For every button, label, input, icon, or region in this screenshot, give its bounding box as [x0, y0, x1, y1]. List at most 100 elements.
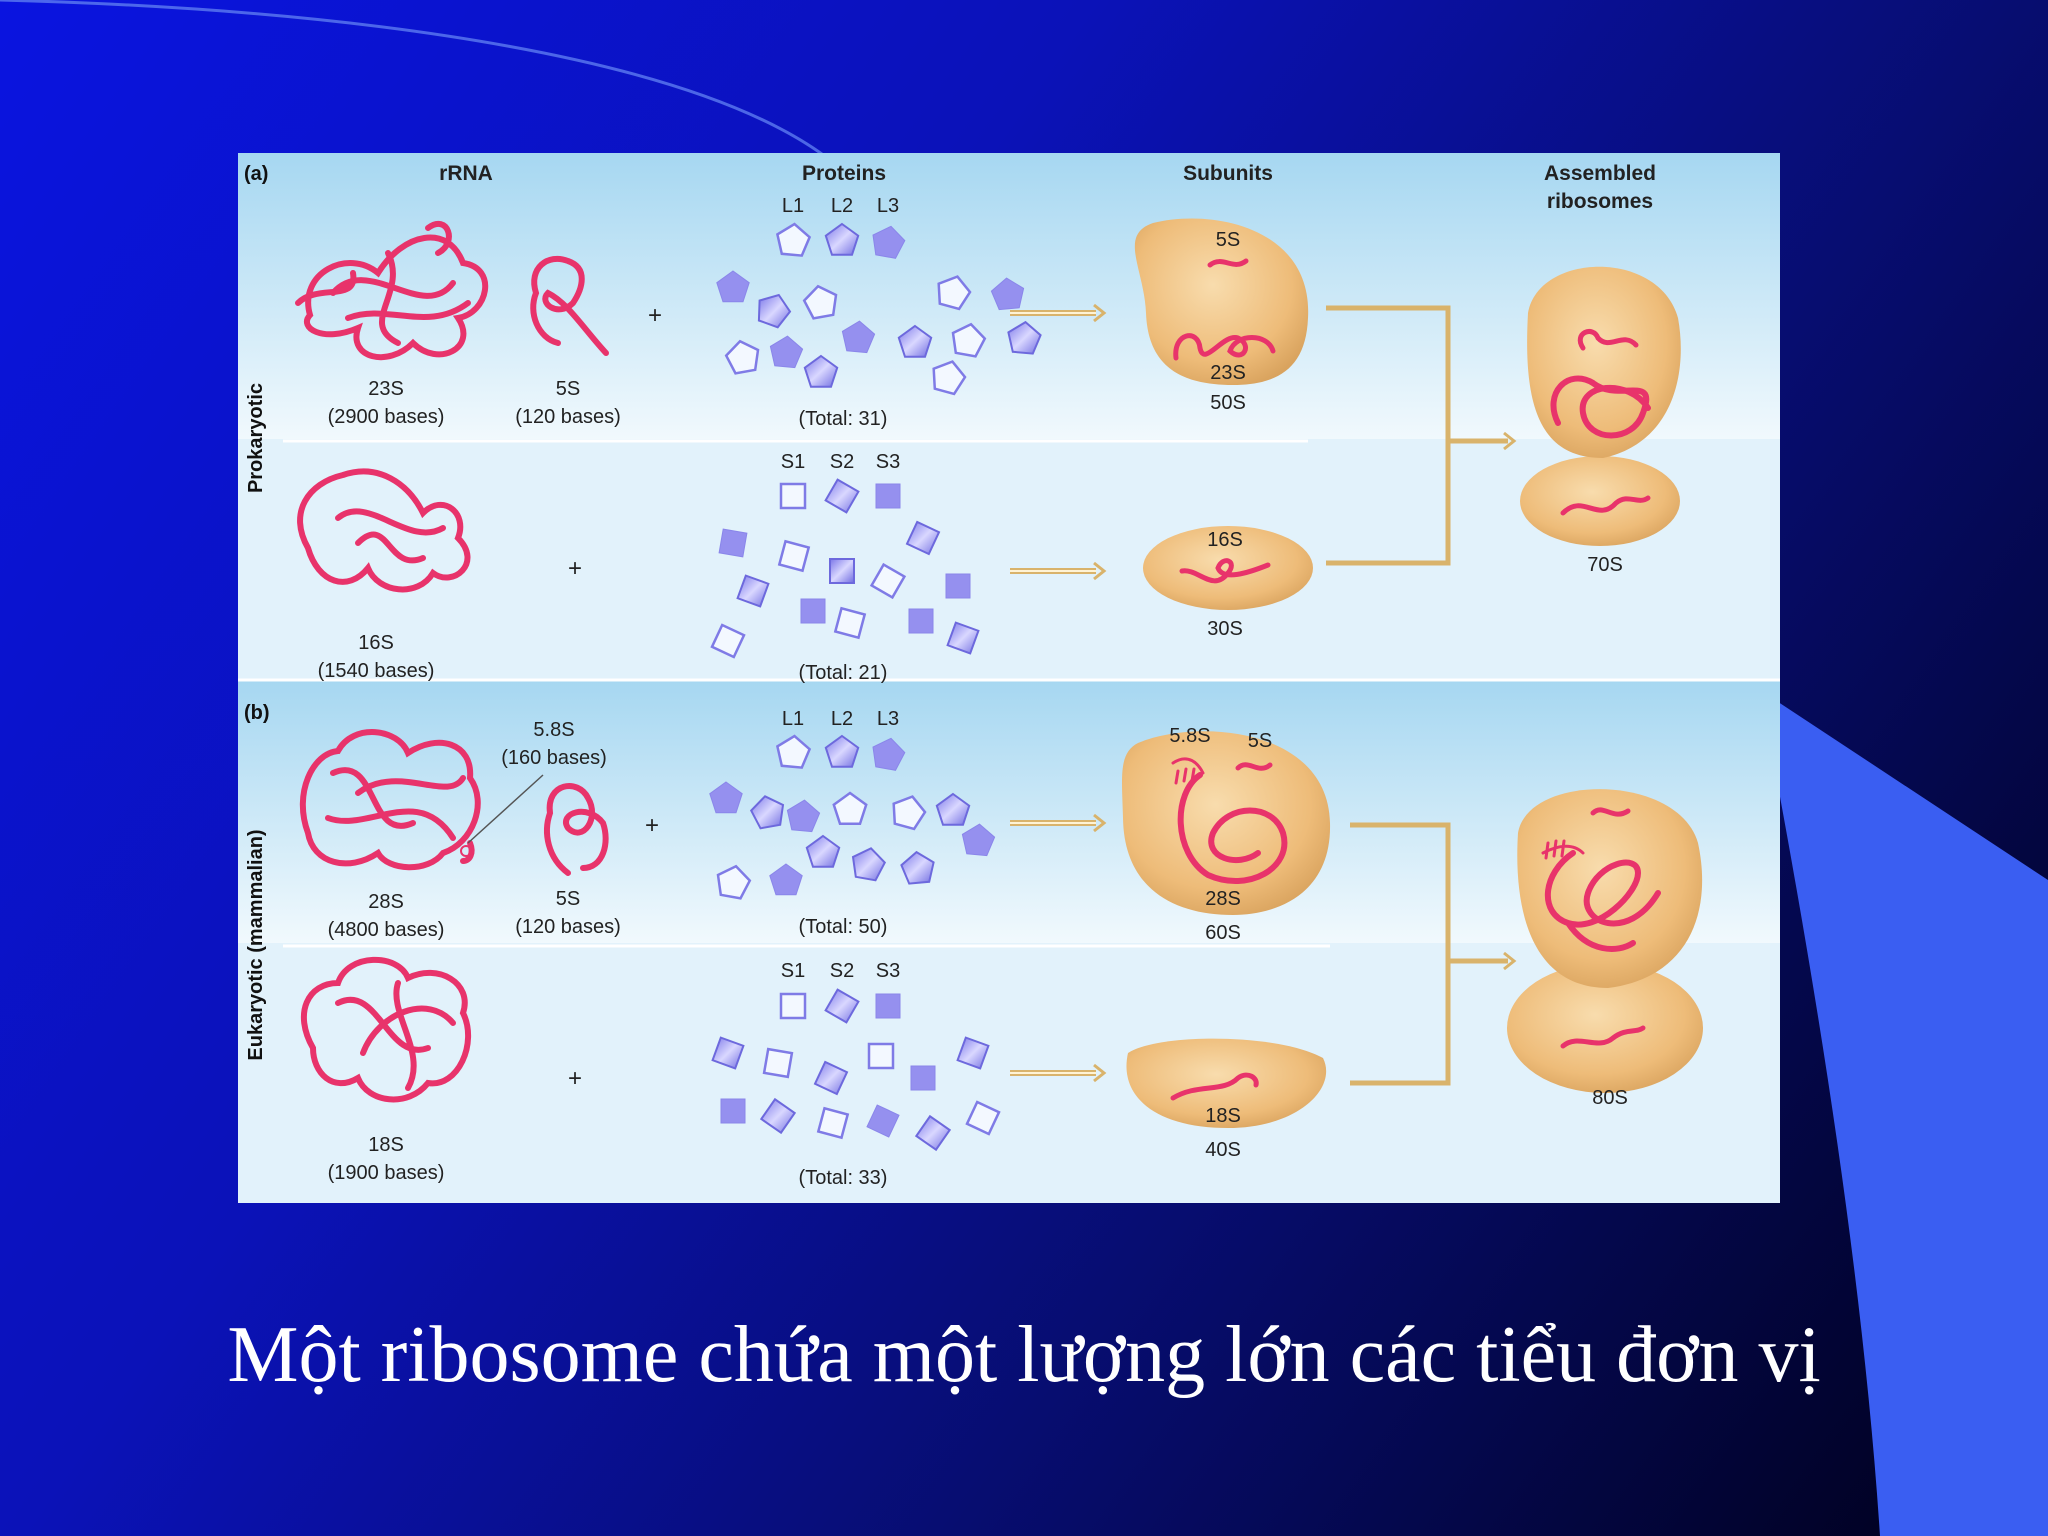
protein-label-s1-b: S1: [781, 960, 805, 982]
protA2-protein-0: [779, 482, 807, 510]
protB1-protein-13: [716, 864, 752, 900]
protB2-protein-2: [875, 993, 901, 1019]
protB2-protein-11: [816, 1106, 850, 1140]
protB2-protein-10: [759, 1097, 797, 1135]
rrna-5s-bases: (120 bases): [515, 406, 621, 428]
protB2-protein-0: [779, 992, 807, 1020]
header-proteins: Proteins: [802, 162, 886, 185]
protB1-protein-10: [805, 834, 841, 868]
protein-cluster-large-a: [716, 222, 1042, 396]
rrna-5s-eukaryotic: [544, 783, 609, 876]
eukaryotic-label: Eukaryotic (mammalian): [245, 829, 267, 1060]
plus-sign-a-small: +: [568, 555, 582, 582]
plus-sign-b-large: +: [645, 812, 659, 839]
panel-b-bottom-background: [238, 943, 1780, 1203]
arrow-to-60s: [1010, 813, 1107, 833]
protA1-protein-1: [824, 222, 860, 256]
prokaryotic-label: Prokaryotic: [245, 383, 267, 493]
ribosome-80s-label: 80S: [1592, 1087, 1628, 1109]
subunit-60s-name: 60S: [1205, 922, 1241, 944]
rrna-18s-bases: (1900 bases): [328, 1162, 445, 1184]
subunit-50s-5s-label: 5S: [1216, 229, 1240, 251]
subunit-60s-28s-label: 28S: [1205, 888, 1241, 910]
subunit-60s-5s-label: 5S: [1248, 730, 1272, 752]
header-rrna: rRNA: [439, 162, 493, 185]
rrna-28s-bases: (4800 bases): [328, 919, 445, 941]
protB2-protein-7: [910, 1065, 936, 1091]
protB1-protein-9: [961, 823, 996, 857]
protA1-protein-3: [716, 270, 750, 303]
protA2-protein-14: [710, 623, 746, 659]
subunit-30s-name: 30S: [1207, 618, 1243, 640]
subunit-30s-16s-label: 16S: [1207, 529, 1243, 551]
ribosome-diagram: (a) rRNA Proteins Subunits Assembled rib…: [238, 153, 1780, 1203]
protB1-protein-6: [832, 791, 868, 826]
rrna-16s-bases: (1540 bases): [318, 660, 435, 682]
subunit-50s: [1134, 218, 1309, 385]
protein-cluster-large-b: [709, 734, 996, 900]
protein-cluster-small-b: [711, 988, 1001, 1152]
rrna-23s-name: 23S: [368, 378, 404, 400]
protB2-protein-12: [866, 1104, 900, 1138]
protA2-protein-2: [875, 483, 901, 509]
proteins-total-a-large: (Total: 31): [799, 408, 888, 430]
proteins-total-b-small: (Total: 33): [799, 1167, 888, 1189]
panel-a-letter: (a): [244, 163, 268, 185]
protA1-protein-15: [932, 360, 967, 396]
protA2-protein-8: [869, 562, 907, 600]
protB2-protein-14: [965, 1100, 1001, 1136]
protA1-protein-11: [1007, 320, 1042, 355]
protB2-protein-4: [762, 1047, 794, 1079]
rrna-16s-name: 16S: [358, 632, 394, 654]
rrna-16s: [297, 468, 471, 593]
rrna-5s-name: 5S: [556, 378, 580, 400]
bracket-to-80s: [1350, 822, 1517, 1086]
protA2-protein-9: [736, 574, 770, 608]
protA2-protein-6: [777, 539, 811, 573]
rrna-5s-euk-bases: (120 bases): [515, 916, 621, 938]
ribosome-70s-label: 70S: [1587, 554, 1623, 576]
subunit-60s-5-8s-label: 5.8S: [1169, 725, 1210, 747]
protein-label-s3: S3: [876, 451, 900, 473]
protB2-protein-9: [720, 1098, 746, 1124]
protB1-protein-0: [775, 734, 812, 769]
protB1-protein-14: [769, 863, 803, 896]
protA1-protein-5: [937, 275, 972, 311]
protein-label-l3: L3: [877, 195, 899, 217]
header-ribosomes: ribosomes: [1547, 190, 1653, 213]
protA1-protein-13: [769, 335, 804, 369]
protB1-protein-7: [892, 795, 927, 831]
protB2-protein-3: [711, 1036, 745, 1070]
protein-label-s1: S1: [781, 451, 805, 473]
protein-label-l2-b: L2: [831, 708, 853, 730]
plus-sign: +: [648, 302, 662, 329]
protA2-protein-13: [946, 621, 980, 655]
proteins-total-a-small: (Total: 21): [799, 662, 888, 684]
protA1-protein-0: [775, 222, 812, 257]
protB1-protein-8: [935, 792, 971, 826]
subunit-50s-23s-label: 23S: [1210, 362, 1246, 384]
panel-a-bottom-background: [238, 439, 1780, 679]
protB1-protein-1: [824, 734, 860, 768]
subunit-30s: [1143, 526, 1313, 610]
protB2-protein-6: [867, 1042, 895, 1070]
protein-label-s2-b: S2: [830, 960, 854, 982]
protA2-protein-3: [718, 528, 748, 558]
rrna-28s: [299, 729, 481, 871]
header-assembled: Assembled: [1544, 162, 1656, 185]
rrna-5s-euk-name: 5S: [556, 888, 580, 910]
rrna-5-8s-name: 5.8S: [533, 719, 574, 741]
protein-label-l2: L2: [831, 195, 853, 217]
ribosome-70s: [1520, 266, 1681, 546]
protA2-protein-11: [833, 606, 867, 640]
protB2-protein-13: [914, 1114, 952, 1152]
protA1-protein-9: [897, 324, 933, 358]
panel-b-letter: (b): [244, 702, 270, 724]
protA1-protein-12: [724, 339, 760, 375]
protein-label-s3-b: S3: [876, 960, 900, 982]
protein-label-s2: S2: [830, 451, 854, 473]
plus-sign-b-small: +: [568, 1065, 582, 1092]
rrna-18s-name: 18S: [368, 1134, 404, 1156]
protA2-protein-10: [800, 598, 826, 624]
